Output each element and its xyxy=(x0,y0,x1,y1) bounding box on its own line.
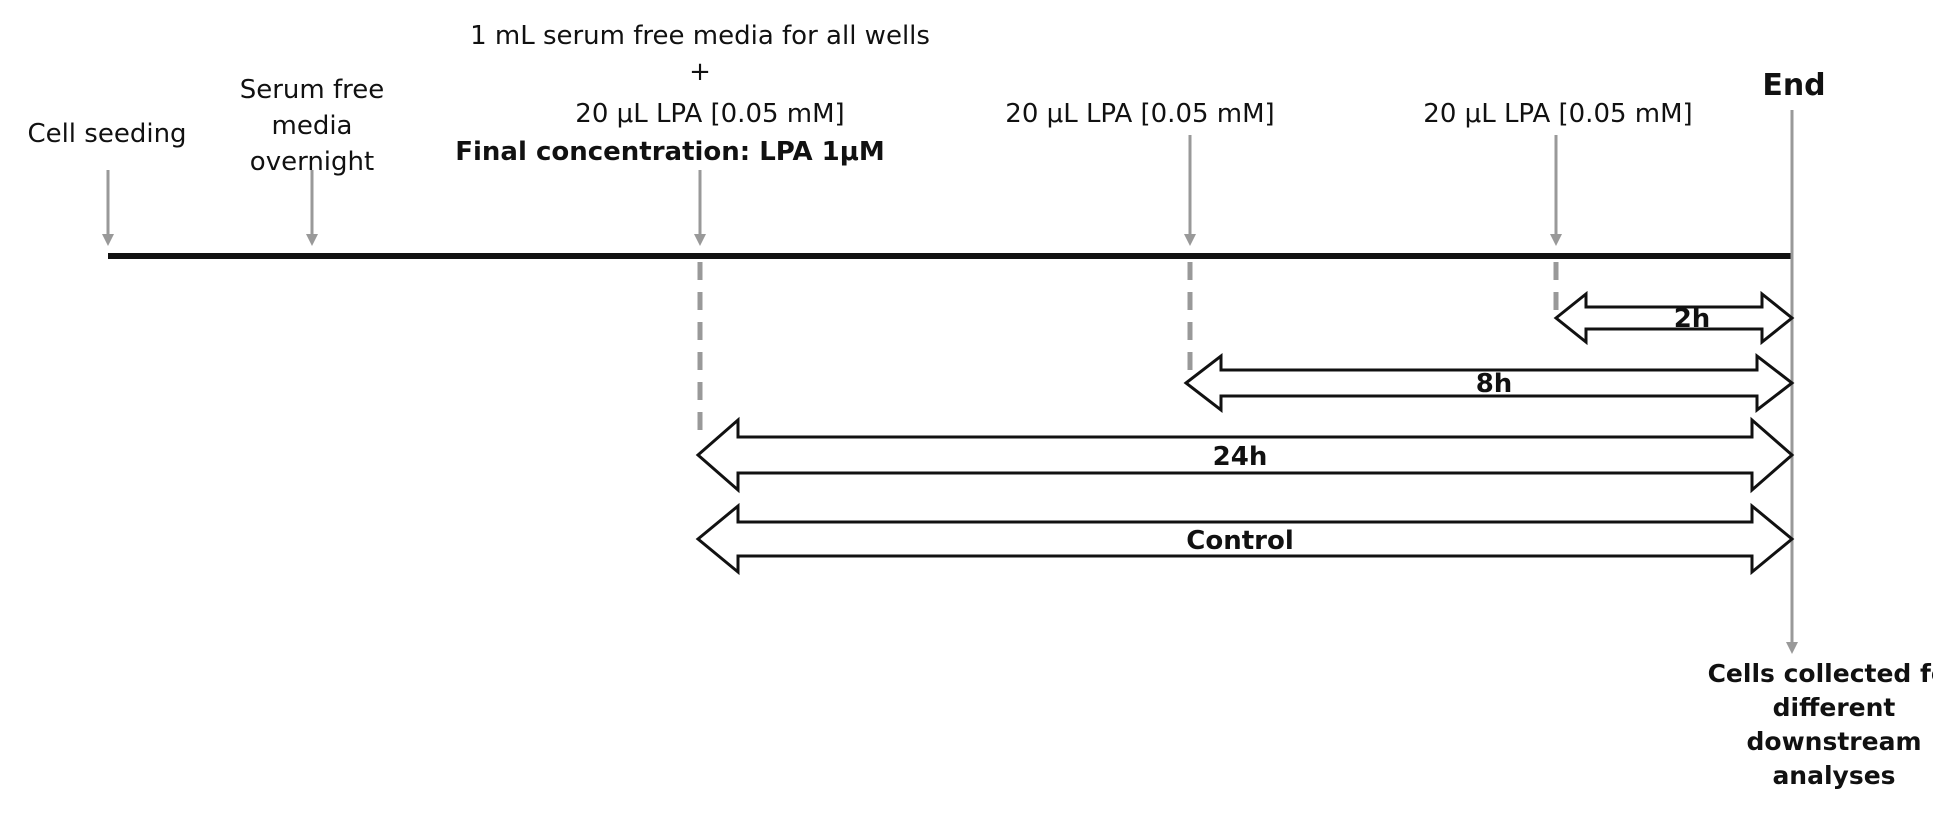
cells-collected-line-4: analyses xyxy=(1772,761,1895,790)
duration-label-control: Control xyxy=(1186,526,1293,556)
duration-arrow-control xyxy=(695,502,1795,576)
treatment-1-line-3: 20 μL LPA [0.05 mM] xyxy=(575,99,844,129)
duration-label-2h: 2h xyxy=(1674,304,1711,334)
cells-collected-line-3: downstream xyxy=(1747,727,1922,756)
duration-label-8h: 8h xyxy=(1476,369,1513,399)
cells-collected-line-1: Cells collected for xyxy=(1708,659,1933,688)
treatment-3-label: 20 μL LPA [0.05 mM] xyxy=(1423,99,1692,129)
treatment-2-label: 20 μL LPA [0.05 mM] xyxy=(1005,99,1274,129)
duration-label-24h: 24h xyxy=(1213,442,1268,472)
treatment-1-line-2: + xyxy=(689,57,711,87)
duration-arrow-2h xyxy=(1553,290,1795,346)
treatment-1-line-1: 1 mL serum free media for all wells xyxy=(470,21,930,51)
end-label: End xyxy=(1762,68,1825,103)
duration-arrow-24h xyxy=(695,416,1795,494)
serum-free-label-line-2: media xyxy=(272,111,353,141)
cell-seeding-label: Cell seeding xyxy=(27,119,186,149)
duration-arrow-8h xyxy=(1183,352,1795,414)
serum-free-label-line-1: Serum free xyxy=(240,75,385,105)
cells-collected-line-2: different xyxy=(1773,693,1896,722)
treatment-1-final-concentration: Final concentration: LPA 1μM xyxy=(455,137,885,167)
